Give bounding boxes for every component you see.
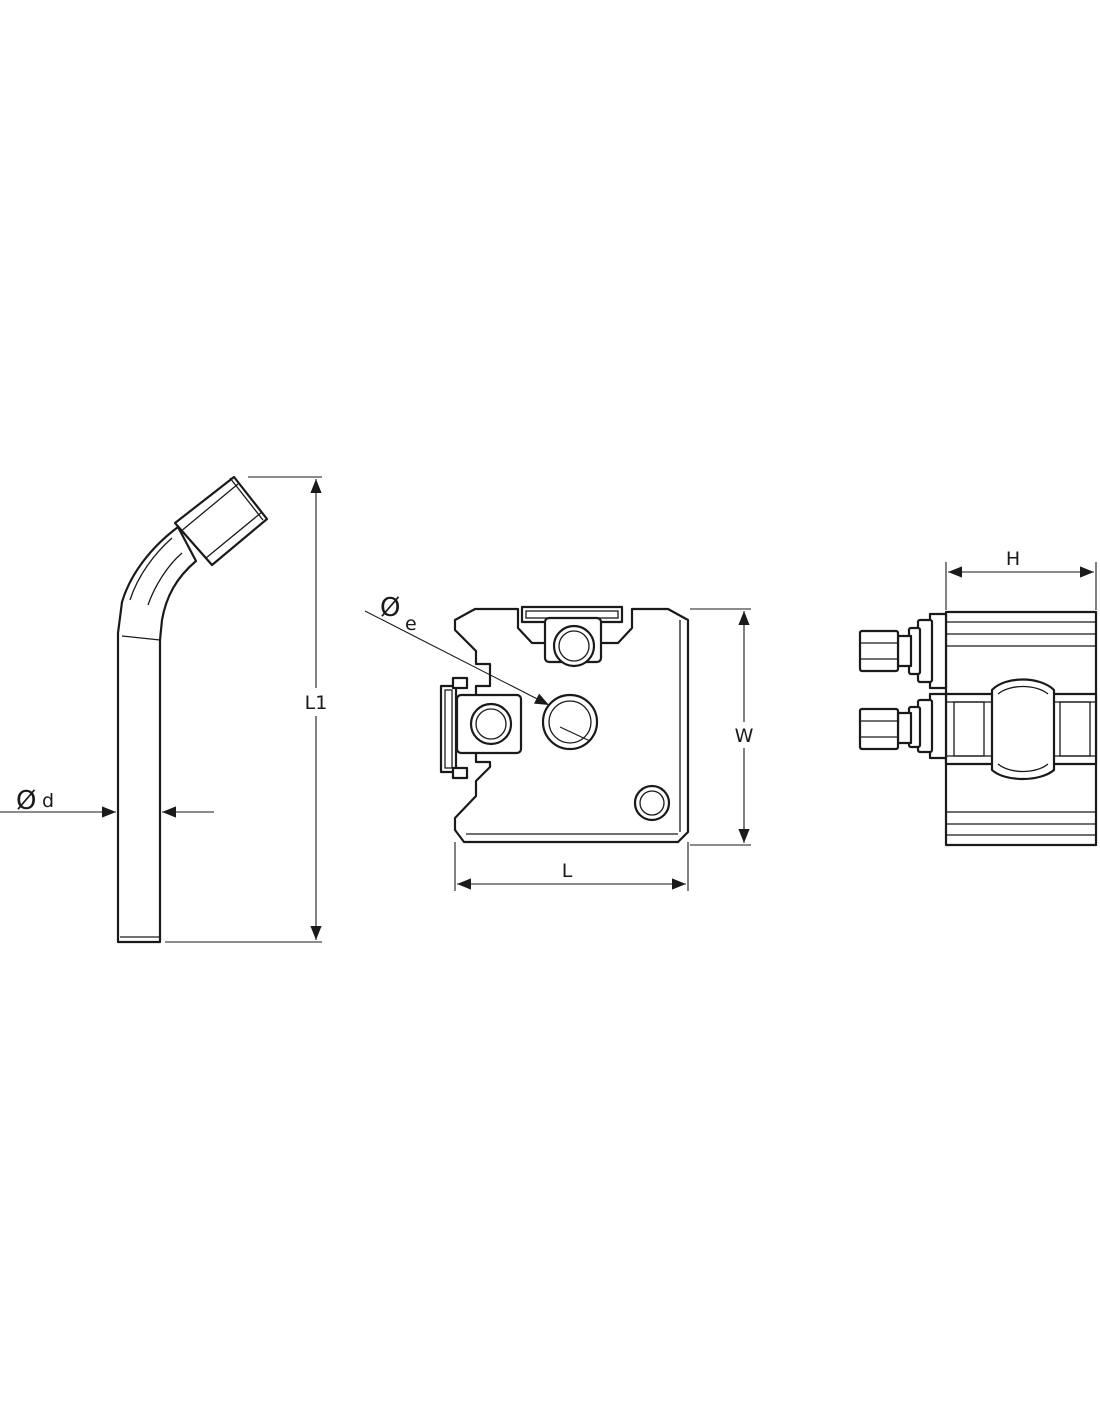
dimension-label-d: d xyxy=(42,790,54,812)
dimension-l: L xyxy=(454,842,689,891)
diameter-symbol-d: Ø xyxy=(16,786,36,816)
upper-clamp-stack xyxy=(858,612,948,690)
side-hole-profile xyxy=(990,678,1056,780)
dimension-label-l: L xyxy=(562,860,573,882)
top-clamp xyxy=(520,605,624,668)
side-view: H xyxy=(858,548,1098,847)
dimension-h: H xyxy=(945,548,1097,610)
dimension-label-e: e xyxy=(405,613,417,635)
dimension-d: Ø d xyxy=(0,786,214,818)
dimension-e: Ø e xyxy=(364,593,591,742)
left-clamp xyxy=(439,676,523,780)
bent-tube-view: L1 Ø d xyxy=(0,475,330,944)
tube-end-fitting xyxy=(173,475,269,567)
dimension-label-w: W xyxy=(735,725,754,747)
diameter-symbol-e: Ø xyxy=(380,593,400,623)
plate-view: Ø e W L xyxy=(364,593,758,891)
bent-tube-body xyxy=(116,525,198,944)
dimension-label-l1: L1 xyxy=(305,692,328,714)
dimension-label-h: H xyxy=(1006,548,1020,570)
center-hole xyxy=(541,693,599,751)
lower-clamp-stack xyxy=(858,692,948,760)
dimension-l1: L1 xyxy=(165,476,330,943)
dimension-w: W xyxy=(690,608,758,846)
